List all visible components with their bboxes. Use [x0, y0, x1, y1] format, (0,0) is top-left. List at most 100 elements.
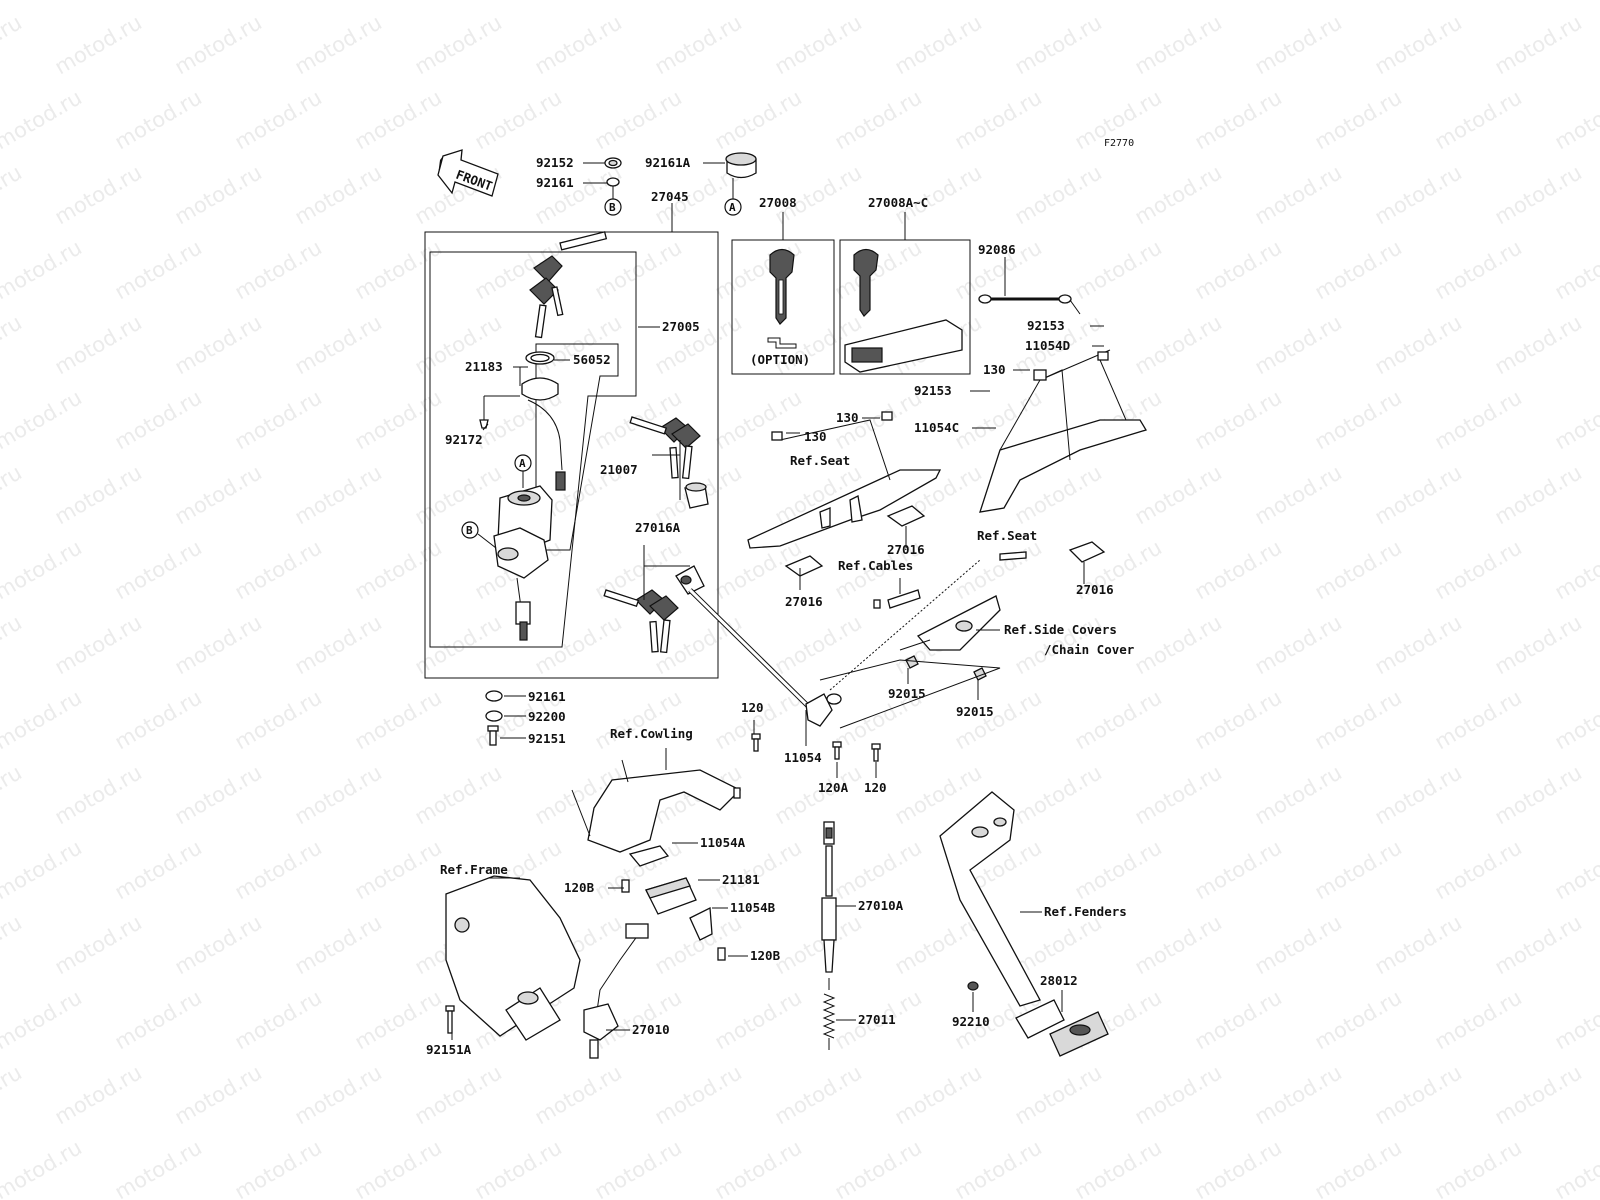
watermark-text: motod.ru — [1131, 910, 1226, 979]
watermark-text: motod.ru — [231, 985, 326, 1054]
watermark-text: motod.ru — [111, 685, 206, 754]
o-ring-56052 — [525, 351, 555, 365]
watermark-text: motod.ru — [1311, 535, 1406, 604]
watermark-text: motod.ru — [351, 85, 446, 154]
watermark-text: motod.ru — [1191, 685, 1286, 754]
watermark-text: motod.ru — [111, 385, 206, 454]
seat-bracket-right — [979, 349, 1147, 513]
watermark-text: motod.ru — [1491, 760, 1586, 829]
watermark-text: motod.ru — [951, 685, 1046, 754]
label-92161-bottom: 92161 — [528, 689, 566, 704]
watermark-text: motod.ru — [891, 1060, 986, 1129]
label-130-a: 130 — [983, 362, 1006, 377]
label-92151: 92151 — [528, 731, 566, 746]
watermark-text: motod.ru — [0, 535, 86, 604]
label-92172: 92172 — [445, 432, 483, 447]
watermark-text: motod.ru — [1131, 460, 1226, 529]
watermark-text: motod.ru — [1551, 985, 1600, 1054]
label-120a: 120A — [818, 780, 849, 795]
watermark-text: motod.ru — [591, 1135, 686, 1200]
watermark-text: motod.ru — [1131, 10, 1226, 79]
watermark-text: motod.ru — [0, 460, 26, 529]
ref-seat-right: Ref.Seat — [977, 528, 1037, 543]
watermark-text: motod.ru — [1491, 910, 1586, 979]
label-11054a: 11054A — [700, 835, 746, 850]
key-blank-box — [731, 212, 835, 375]
watermark-text: motod.ru — [291, 1060, 386, 1129]
watermark-text: motod.ru — [291, 10, 386, 79]
watermark-text: motod.ru — [831, 0, 926, 4]
label-130-b: 130 — [836, 410, 859, 425]
watermark-text: motod.ru — [1251, 10, 1346, 79]
steering-lock-27010 — [583, 923, 649, 1059]
watermark-text: motod.ru — [231, 0, 326, 4]
watermark-text: motod.ru — [831, 835, 926, 904]
washer-92161-bottom — [485, 690, 503, 702]
watermark-text: motod.ru — [1551, 385, 1600, 454]
watermark-text: motod.ru — [0, 160, 26, 229]
watermark-text: motod.ru — [1191, 835, 1286, 904]
watermark-text: motod.ru — [1011, 910, 1106, 979]
ignition-switch-set-box — [424, 203, 719, 679]
watermark-text: motod.ru — [291, 610, 386, 679]
watermark-text: motod.ru — [1371, 610, 1466, 679]
watermark-text: motod.ru — [51, 1060, 146, 1129]
watermark-text: motod.ru — [231, 85, 326, 154]
watermark-text: motod.ru — [351, 1135, 446, 1200]
label-27016a: 27016A — [635, 520, 681, 535]
label-27016-right: 27016 — [1076, 582, 1114, 597]
watermark-text: motod.ru — [591, 0, 686, 4]
ref-cables: Ref.Cables — [838, 558, 913, 573]
watermark-text: motod.ru — [0, 1060, 26, 1129]
watermark-text: motod.ru — [0, 85, 86, 154]
watermark-text: motod.ru — [291, 760, 386, 829]
watermark-text: motod.ru — [111, 535, 206, 604]
watermark-text: motod.ru — [0, 835, 86, 904]
watermark-text: motod.ru — [1371, 460, 1466, 529]
cowling-bracket-11054a — [571, 759, 742, 867]
spring-27011 — [822, 978, 836, 1050]
watermark-text: motod.ru — [1431, 685, 1526, 754]
watermark-text: motod.ru — [1431, 385, 1526, 454]
relay-21181 — [645, 877, 697, 915]
callout-b-top: B — [604, 186, 622, 216]
bolt-120a — [832, 741, 842, 760]
label-11054: 11054 — [784, 750, 822, 765]
ref-fenders: Ref.Fenders — [1044, 904, 1127, 919]
bolt-120b-right — [717, 947, 726, 961]
watermark-text: motod.ru — [471, 0, 566, 4]
watermark-text: motod.ru — [171, 1060, 266, 1129]
watermark-text: motod.ru — [1551, 835, 1600, 904]
watermark-text: motod.ru — [531, 160, 626, 229]
watermark-text: motod.ru — [1251, 460, 1346, 529]
watermark-text: motod.ru — [471, 85, 566, 154]
watermark-text: motod.ru — [1251, 1060, 1346, 1129]
cable-ref-cables — [829, 559, 981, 691]
watermark-text: motod.ru — [51, 760, 146, 829]
bolt-120-right — [871, 743, 881, 762]
watermark-text: motod.ru — [1311, 385, 1406, 454]
rear-fender — [939, 791, 1041, 1007]
watermark-text: motod.ru — [1011, 10, 1106, 79]
watermark-text: motod.ru — [711, 1135, 806, 1200]
watermark-text: motod.ru — [891, 10, 986, 79]
watermark-text: motod.ru — [771, 610, 866, 679]
watermark-text: motod.ru — [951, 535, 1046, 604]
washer-92200 — [485, 710, 503, 722]
label-27008a-c: 27008A~C — [868, 195, 928, 210]
label-92152: 92152 — [536, 155, 574, 170]
watermark-text: motod.ru — [1371, 910, 1466, 979]
label-21007: 21007 — [600, 462, 638, 477]
watermark-text: motod.ru — [231, 1135, 326, 1200]
label-120b-right: 120B — [750, 948, 781, 963]
watermark-text: motod.ru — [1131, 310, 1226, 379]
washer-92152 — [604, 157, 622, 169]
watermark-text: motod.ru — [1431, 235, 1526, 304]
watermark-text: motod.ru — [231, 235, 326, 304]
watermark-text: motod.ru — [1311, 835, 1406, 904]
watermark-text: motod.ru — [0, 10, 26, 79]
cap-92161a — [725, 152, 757, 179]
watermark-text: motod.ru — [771, 1060, 866, 1129]
leader-lines — [451, 162, 1104, 1040]
watermark-text: motod.ru — [0, 310, 26, 379]
